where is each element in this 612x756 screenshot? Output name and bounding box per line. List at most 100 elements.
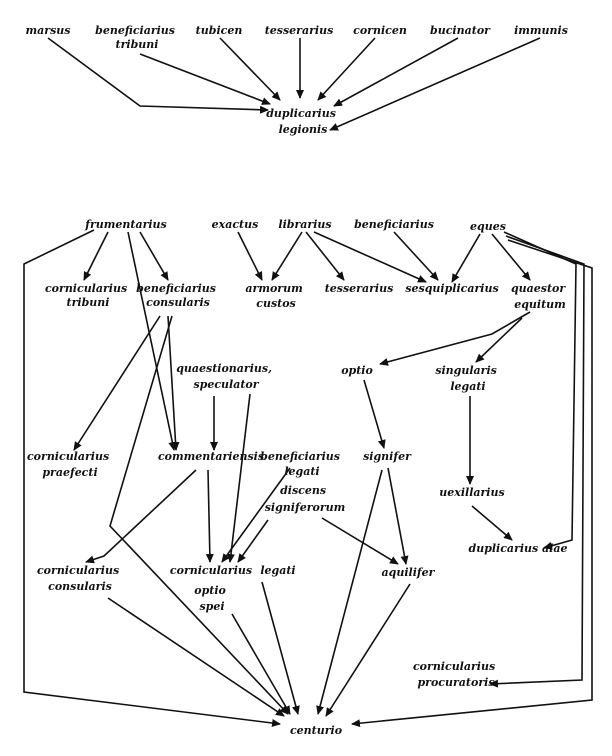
edge-beneficiarius-tribuni-duplicarius: [139, 53, 271, 105]
node-cornicularius-tribuni: cornicularius tribuni: [45, 282, 131, 309]
edge: [503, 231, 577, 550]
edge: [83, 231, 109, 281]
node-beneficiarius-tribuni: beneficiarius tribuni: [95, 24, 179, 51]
node-tesserarius: tesserarius: [265, 24, 334, 37]
node-cornicularius-procuratoris: cornicularius procuratoris: [413, 660, 499, 689]
node-singularis-legati-line1: singularis: [435, 364, 497, 377]
node-exactus: exactus: [212, 218, 259, 231]
edge: [489, 235, 585, 688]
node-quaestionarius-speculator: quaestionarius, speculator: [176, 362, 276, 391]
edge: [127, 231, 177, 451]
node-centurio: centurio: [290, 724, 342, 737]
node-beneficiarius-consularis-line1: beneficiarius: [136, 282, 216, 295]
node-duplicarius-line1: duplicarius: [266, 107, 336, 120]
node-optio-spei-line1: optio: [194, 584, 226, 597]
node-armorum-custos: armorum custos: [245, 282, 306, 310]
edge: [205, 469, 214, 563]
edge: [313, 231, 427, 283]
node-cornicularius-tribuni-line1: cornicularius: [45, 282, 127, 295]
node-cornicularius-procuratoris-line2: procuratoris: [417, 676, 494, 689]
node-frumentarius: frumentarius: [84, 218, 167, 231]
edge: [351, 239, 593, 728]
node-optio-spei-line2: spei: [199, 600, 224, 613]
node-armorum-custos-line1: armorum: [245, 282, 302, 295]
edge: [73, 315, 161, 451]
edge: [167, 315, 180, 451]
node-cornicularius-consularis-line1: cornicularius: [37, 564, 119, 577]
edge: [471, 505, 513, 541]
edge: [451, 233, 481, 283]
node-armorum-custos-line2: custos: [256, 297, 296, 310]
node-beneficiarius: beneficiarius: [354, 218, 434, 231]
node-singularis-legati-line2: legati: [450, 380, 485, 393]
edge: [363, 379, 386, 449]
node-signifer: signifer: [363, 450, 412, 463]
node-quaestor-equitum-line1: quaestor: [511, 282, 566, 295]
edge-cornicen-duplicarius: [317, 37, 376, 101]
edge: [316, 469, 383, 715]
node-quaestionarius-line2: speculator: [193, 378, 259, 391]
node-cornicularius-praefecti-line1: cornicularius: [27, 450, 109, 463]
node-librarius: librarius: [278, 218, 331, 231]
edge: [379, 311, 531, 366]
node-cornicularius-praefecti: cornicularius praefecti: [27, 450, 113, 479]
node-beneficiarius-legati-line2: legati: [284, 465, 319, 478]
node-beneficiarius-consularis-line2: consularis: [146, 296, 210, 309]
node-duplicarius-legionis: duplicarius legionis: [266, 107, 340, 136]
node-optio: optio: [341, 364, 373, 377]
node-sesquiplicarius: sesquiplicarius: [405, 282, 498, 295]
node-commentariensis: commentariensis: [158, 450, 264, 463]
edge: [85, 469, 197, 564]
node-tubicen: tubicen: [196, 24, 243, 37]
node-duplicarius-line2: legionis: [279, 123, 328, 136]
node-aquilifer: aquilifer: [382, 566, 436, 579]
node-tesserarius-lower: tesserarius: [325, 282, 394, 295]
node-legati: legati: [260, 564, 295, 577]
node-uexillarius: uexillarius: [439, 486, 504, 499]
node-beneficiarius-legati: beneficiarius legati: [260, 450, 344, 478]
upper-nodes: marsus beneficiarius tribuni tubicen tes…: [26, 24, 568, 136]
edge: [325, 583, 411, 717]
edge: [237, 519, 269, 563]
edge: [475, 317, 523, 363]
edge: [23, 229, 281, 727]
edge-bucinator-duplicarius: [333, 37, 459, 107]
edge: [387, 467, 409, 565]
node-discens-line2: signiferorum: [265, 501, 346, 514]
edge: [226, 393, 251, 563]
edge: [321, 517, 399, 565]
node-cornicularius-procuratoris-line1: cornicularius: [413, 660, 495, 673]
edge: [393, 231, 439, 281]
lower-edges: [23, 229, 593, 728]
node-beneficiarius-legati-line1: beneficiarius: [260, 450, 340, 463]
node-optio-spei: optio spei: [194, 584, 229, 613]
node-quaestor-equitum-line2: equitum: [514, 298, 566, 311]
node-singularis-legati: singularis legati: [435, 364, 500, 393]
node-bucinator: bucinator: [430, 24, 491, 37]
node-quaestor-equitum: quaestor equitum: [511, 282, 569, 311]
node-eques: eques: [470, 220, 506, 233]
node-immunis: immunis: [514, 24, 568, 37]
node-duplicarius-alae: duplicarius alae: [469, 542, 568, 555]
node-beneficiarius-tribuni-line1: beneficiarius: [95, 24, 175, 37]
node-beneficiarius-consularis: beneficiarius consularis: [136, 282, 220, 309]
node-cornicularius-praefecti-line2: praefecti: [42, 466, 97, 479]
node-cornicularius-consularis: cornicularius consularis: [37, 564, 123, 593]
node-marsus: marsus: [26, 24, 71, 37]
edge: [231, 613, 291, 715]
upper-edges: [47, 37, 541, 131]
edge-marsus-duplicarius: [47, 37, 269, 114]
node-cornicularius-tribuni-line2: tribuni: [67, 296, 110, 309]
edge: [271, 231, 303, 281]
edge: [221, 467, 291, 563]
node-discens-signiferorum: discens signiferorum: [265, 484, 346, 514]
edge: [305, 231, 345, 281]
edge-immunis-legionis: [329, 37, 541, 131]
node-cornicen: cornicen: [353, 24, 407, 37]
node-beneficiarius-tribuni-line2: tribuni: [116, 38, 159, 51]
edge-tubicen-duplicarius: [219, 37, 281, 101]
edge: [109, 315, 289, 715]
node-quaestionarius-line1: quaestionarius,: [176, 362, 272, 375]
